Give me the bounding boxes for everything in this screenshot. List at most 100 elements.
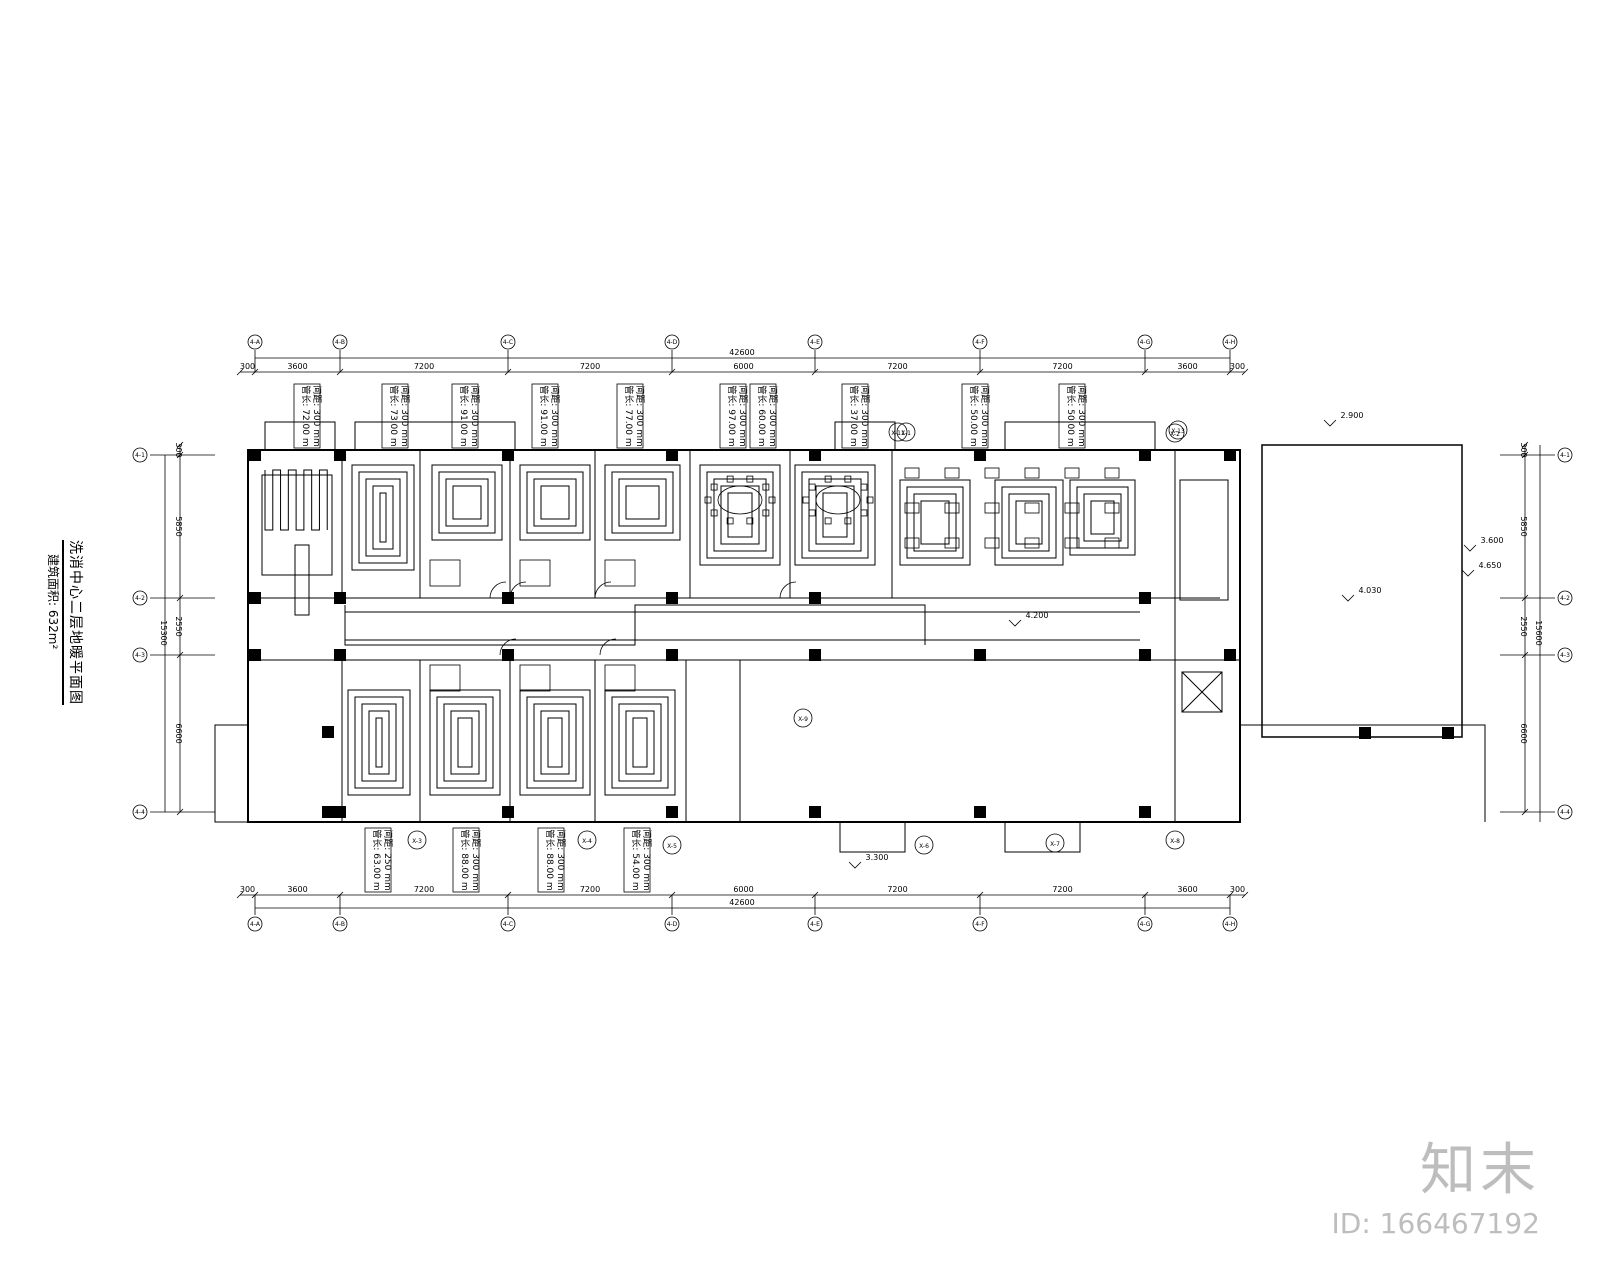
axis-bubble [1557, 647, 1573, 663]
watermark: 知末 ID: 166467192 [1331, 1141, 1540, 1241]
manifold-tag [1045, 833, 1065, 853]
axis-label: 4-3 [1560, 652, 1570, 659]
desk-chair [944, 537, 960, 549]
chair [808, 483, 816, 491]
pipe-spacing-label: 间距: 300 mm [555, 829, 567, 890]
axis-label: 4-2 [135, 595, 145, 602]
axis-label: 4-F [975, 339, 985, 346]
level-label: 4.030 [1359, 586, 1382, 595]
chair [726, 517, 734, 525]
desk-chair [944, 502, 960, 514]
desk-chair [1024, 467, 1040, 479]
dimension-total: 15600 [1534, 620, 1543, 645]
heating-coil-loop [713, 478, 767, 552]
heating-coil-loop [815, 485, 855, 545]
dimension-value: 5850 [1519, 516, 1528, 536]
desk-chair [984, 502, 1000, 514]
heating-coil-loop [899, 479, 971, 566]
dimension-value: 3600 [287, 362, 307, 371]
dimension-value: 7200 [1052, 885, 1072, 894]
level-label: 3.600 [1481, 536, 1504, 545]
axis-label: 4-4 [1560, 809, 1570, 816]
dimension-value: 300 [240, 885, 255, 894]
axis-label: 4-C [503, 339, 513, 346]
heating-coil-loop [519, 689, 591, 796]
chair [746, 517, 754, 525]
pipe-spacing-label: 间距: 300 mm [979, 385, 991, 446]
heating-coil-loop [611, 471, 674, 534]
heating-coil-loop [706, 471, 774, 559]
chair [808, 509, 816, 517]
axis-bubble [664, 916, 680, 932]
heating-coil [344, 604, 926, 646]
heating-coil-loop [727, 492, 753, 538]
heating-coil-loop [436, 696, 494, 789]
desk-chair [904, 467, 920, 479]
washroom-fixture [519, 664, 551, 692]
pipe-spec-tag [841, 383, 869, 449]
chair [710, 509, 718, 517]
pipe-length-label: 管长: 97.00 m [726, 385, 738, 446]
level-label: 3.300 [866, 853, 889, 862]
manifold-tag-label: X-1 [901, 430, 911, 437]
heating-coil-loop [443, 703, 487, 782]
manifold-tag [793, 708, 813, 728]
heating-coil-loop [519, 464, 591, 541]
pipe-spacing-label: 间距: 300 mm [470, 829, 482, 890]
pipe-spacing-label: 间距: 300 mm [767, 385, 779, 446]
structural-column [334, 592, 346, 604]
pipe-spec-tag [531, 383, 559, 449]
heating-coil-loop [1090, 500, 1115, 535]
heating-coil-loop [1008, 493, 1050, 552]
manifold-tag-label: X-9 [798, 716, 808, 723]
desk-chair [944, 467, 960, 479]
structural-column [1224, 449, 1236, 461]
pipe-spec-tag [749, 383, 777, 449]
chair [824, 475, 832, 483]
heating-coil-loop [920, 500, 950, 545]
pipe-length-label: 管长: 60.00 m [756, 385, 768, 446]
dimension-value: 300 [1230, 885, 1245, 894]
structural-column [974, 649, 986, 661]
level-label: 4.650 [1479, 561, 1502, 570]
desk-chair [1104, 537, 1120, 549]
dimension-value: 3600 [1177, 885, 1197, 894]
axis-bubble [1137, 334, 1153, 350]
manifold-tag-label: X-13 [1171, 428, 1185, 435]
structural-column [809, 806, 821, 818]
heating-coil-loop [358, 471, 408, 564]
dimension-value: 7200 [887, 885, 907, 894]
pipe-spec-tag [364, 827, 392, 893]
manifold-tag [662, 835, 682, 855]
pipe-length-label: 管长: 50.00 m [1065, 385, 1077, 446]
pipe-spec-tag [616, 383, 644, 449]
pipe-spec-tag [719, 383, 747, 449]
axis-bubble [807, 334, 823, 350]
heating-coil-loop [365, 478, 401, 557]
structural-column [502, 592, 514, 604]
heating-coil-loop [452, 485, 482, 520]
heating-coil-loop [450, 710, 480, 775]
heating-coil-loop [913, 493, 957, 552]
structural-column [1139, 592, 1151, 604]
dimension-value: 2550 [1519, 616, 1528, 636]
watermark-id: ID: 166467192 [1331, 1207, 1540, 1240]
axis-bubble [1557, 447, 1573, 463]
door-swing [599, 638, 617, 656]
pipe-spacing-label: 间距: 300 mm [634, 385, 646, 446]
pipe-spacing-label: 间距: 300 mm [737, 385, 749, 446]
drawing-title: 洗消中心二层地暖平面图 [62, 540, 86, 705]
axis-label: 4-3 [135, 652, 145, 659]
chair [860, 509, 868, 517]
chair [866, 496, 874, 504]
chair [824, 517, 832, 525]
pipe-spacing-label: 间距: 300 mm [641, 829, 653, 890]
level-mark [1008, 619, 1022, 627]
manifold-tag [407, 830, 427, 850]
axis-bubble [500, 334, 516, 350]
heating-coil-loop [540, 485, 570, 520]
heating-coil-loop [347, 689, 411, 796]
structural-column [334, 449, 346, 461]
dimension-value: 300 [1519, 442, 1528, 457]
level-mark [1341, 594, 1355, 602]
